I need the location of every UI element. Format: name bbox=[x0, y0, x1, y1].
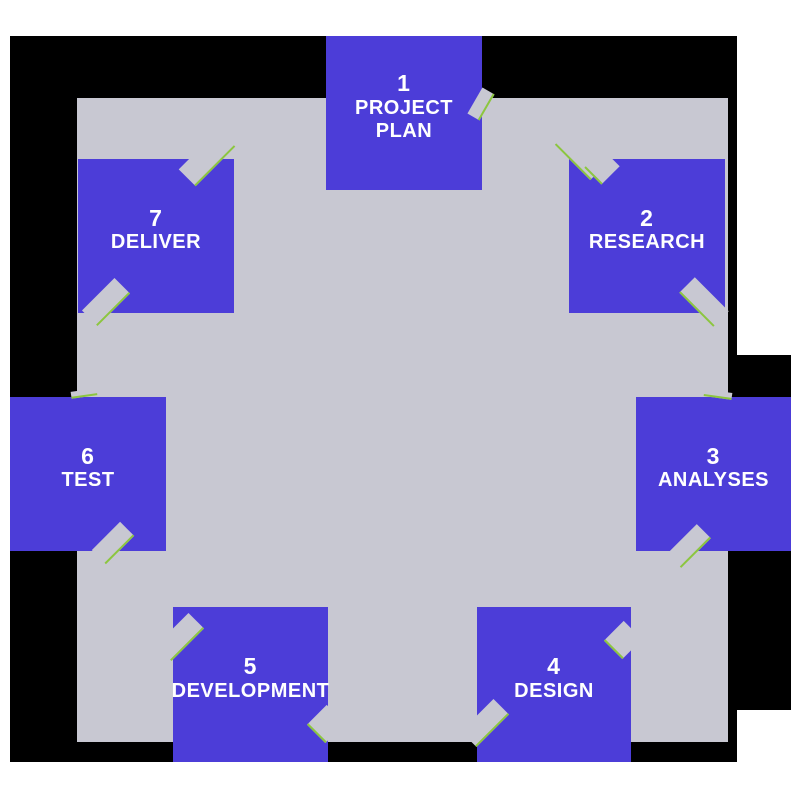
step-number: 5 bbox=[243, 653, 258, 680]
step-label: TEST bbox=[61, 469, 115, 492]
step-number: 4 bbox=[547, 653, 561, 680]
step-number: 1 bbox=[397, 70, 411, 97]
step-label: DELIVER bbox=[110, 231, 202, 254]
step-text: 7 DELIVER bbox=[110, 204, 202, 254]
step-number: 2 bbox=[640, 204, 654, 231]
step-number: 7 bbox=[149, 204, 163, 231]
step-label: DESIGN bbox=[514, 679, 594, 702]
step-text: 2 RESEARCH bbox=[588, 204, 706, 254]
step-label: ANALYSES bbox=[657, 469, 770, 492]
step-text: 3 ANALYSES bbox=[657, 442, 770, 492]
step-box-design: 4 DESIGN bbox=[477, 607, 631, 762]
step-text: 1 PROJECT PLAN bbox=[328, 71, 480, 142]
step-text: 6 TEST bbox=[61, 442, 115, 492]
step-box-test: 6 TEST bbox=[10, 397, 166, 551]
step-text: 5 DEVELOPMENT bbox=[172, 654, 330, 702]
step-label: DEVELOPMENT bbox=[171, 679, 330, 702]
step-box-analyses: 3 ANALYSES bbox=[636, 397, 791, 551]
step-number: 6 bbox=[81, 442, 95, 469]
step-label: RESEARCH bbox=[588, 231, 706, 254]
step-box-project-plan: 1 PROJECT PLAN bbox=[326, 36, 482, 190]
step-number: 3 bbox=[706, 442, 721, 469]
step-text: 4 DESIGN bbox=[514, 654, 594, 702]
step-label: PROJECT PLAN bbox=[355, 96, 453, 142]
step-box-deliver: 7 DELIVER bbox=[78, 159, 234, 313]
